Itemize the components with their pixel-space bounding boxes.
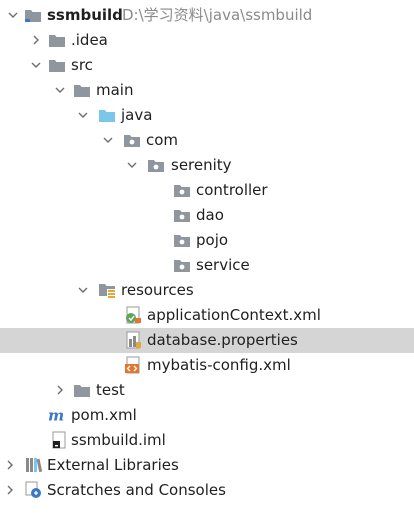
package-icon [123, 131, 141, 149]
tree-item-ssmbuild[interactable]: ssmbuild D:\学习资料\java\ssmbuild [0, 3, 414, 28]
tree-item-test[interactable]: test [0, 378, 414, 403]
libraries-icon [24, 456, 42, 474]
svg-text:m: m [48, 406, 64, 424]
tree-item-service[interactable]: service [0, 253, 414, 278]
chevron-right-icon[interactable] [2, 482, 18, 498]
tree-label: controller [196, 181, 268, 199]
chevron-down-icon[interactable] [75, 107, 91, 123]
tree-item-pojo[interactable]: pojo [0, 228, 414, 253]
tree-item-serenity[interactable]: serenity [0, 153, 414, 178]
folder-icon [73, 381, 91, 399]
package-icon [173, 231, 191, 249]
scratches-icon [24, 481, 42, 499]
tree-label: serenity [171, 156, 232, 174]
project-name: ssmbuild [47, 6, 123, 24]
tree-label: com [146, 131, 179, 149]
tree-item-com[interactable]: com [0, 128, 414, 153]
tree-item-resources[interactable]: resources [0, 278, 414, 303]
tree-item-idea[interactable]: .idea [0, 28, 414, 53]
tree-label: dao [196, 206, 224, 224]
package-icon [173, 181, 191, 199]
tree-label: resources [121, 281, 194, 299]
tree-item-pom[interactable]: m pom.xml [0, 403, 414, 428]
tree-item-mybatis-config[interactable]: mybatis-config.xml [0, 353, 414, 378]
tree-label: ssmbuild.iml [71, 431, 166, 449]
chevron-down-icon[interactable] [5, 7, 21, 23]
tree-item-dao[interactable]: dao [0, 203, 414, 228]
iml-file-icon [50, 431, 68, 449]
tree-item-java[interactable]: java [0, 103, 414, 128]
tree-label: service [196, 256, 250, 274]
folder-icon [48, 56, 66, 74]
tree-label: test [96, 381, 125, 399]
package-icon [173, 206, 191, 224]
chevron-down-icon[interactable] [75, 282, 91, 298]
folder-icon [24, 6, 42, 24]
resources-root-icon [98, 281, 116, 299]
project-path: D:\学习资料\java\ssmbuild [122, 6, 313, 24]
package-icon [173, 256, 191, 274]
source-root-icon [98, 106, 116, 124]
properties-file-icon [124, 331, 142, 349]
tree-item-src[interactable]: src [0, 53, 414, 78]
tree-item-controller[interactable]: controller [0, 178, 414, 203]
tree-label: java [121, 106, 153, 124]
tree-item-scratches[interactable]: Scratches and Consoles [0, 478, 414, 503]
tree-label: pojo [196, 231, 229, 249]
chevron-right-icon[interactable] [28, 32, 44, 48]
tree-label: database.properties [147, 331, 298, 349]
maven-icon: m [48, 406, 66, 424]
tree-item-external-libraries[interactable]: External Libraries [0, 453, 414, 478]
chevron-down-icon[interactable] [28, 57, 44, 73]
chevron-right-icon[interactable] [2, 457, 18, 473]
tree-label: pom.xml [71, 406, 137, 424]
xml-file-icon [124, 356, 142, 374]
chevron-down-icon[interactable] [52, 82, 68, 98]
tree-label: applicationContext.xml [147, 306, 321, 324]
tree-item-iml[interactable]: ssmbuild.iml [0, 428, 414, 453]
tree-label: External Libraries [47, 456, 179, 474]
tree-item-database-properties[interactable]: database.properties [0, 328, 414, 353]
package-icon [147, 156, 165, 174]
chevron-down-icon[interactable] [100, 132, 116, 148]
tree-label: .idea [71, 31, 108, 49]
tree-label: Scratches and Consoles [47, 481, 226, 499]
spring-xml-icon [124, 306, 142, 324]
tree-item-main[interactable]: main [0, 78, 414, 103]
chevron-right-icon[interactable] [52, 382, 68, 398]
tree-item-application-context[interactable]: applicationContext.xml [0, 303, 414, 328]
tree-label: main [96, 81, 134, 99]
tree-label: mybatis-config.xml [147, 356, 291, 374]
tree-label: src [71, 56, 93, 74]
folder-icon [73, 81, 91, 99]
folder-icon [48, 31, 66, 49]
chevron-down-icon[interactable] [124, 157, 140, 173]
